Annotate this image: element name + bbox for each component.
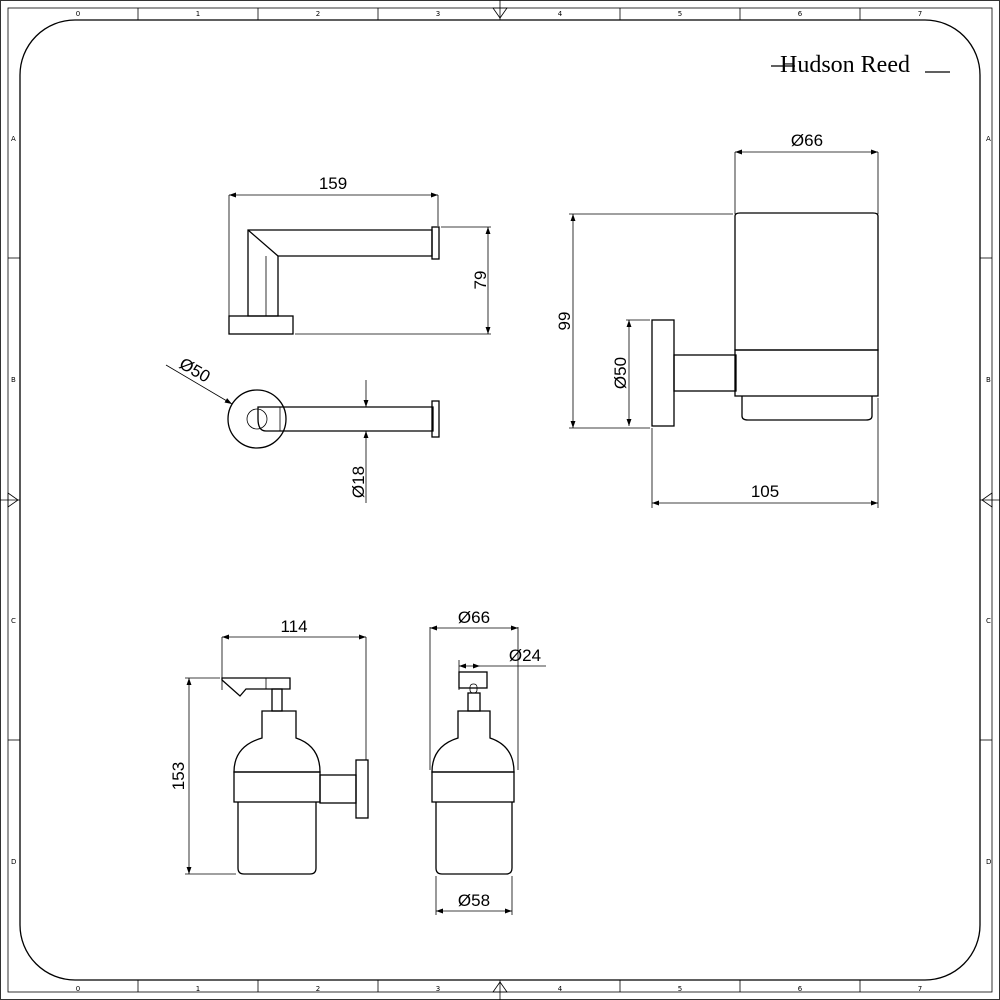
brand-logo: Hudson Reed bbox=[771, 52, 950, 78]
border-col-label: 3 bbox=[436, 10, 440, 18]
border-row-label: C bbox=[11, 617, 16, 625]
dimension-height: 99 bbox=[555, 312, 574, 331]
dimension-width: 159 bbox=[319, 174, 347, 193]
soap-dispenser-front: Ø66 Ø24 Ø58 bbox=[429, 608, 546, 915]
tumbler-holder-side: Ø66 99 Ø50 105 bbox=[555, 131, 879, 508]
border-col-label: 2 bbox=[316, 985, 320, 993]
soap-dispenser-side: 114 153 bbox=[169, 617, 369, 875]
border-col-label: 0 bbox=[76, 985, 80, 993]
brand-name: Hudson Reed bbox=[780, 52, 910, 78]
dimension-bar-diameter: Ø18 bbox=[349, 466, 368, 498]
border-col-label: 1 bbox=[196, 985, 200, 993]
border-row-label: D bbox=[986, 858, 991, 866]
border-row-label: A bbox=[11, 135, 16, 143]
border-col-label: 1 bbox=[196, 10, 200, 18]
border-col-label: 4 bbox=[558, 10, 563, 18]
border-col-label: 7 bbox=[918, 10, 922, 18]
dimension-base-diameter: Ø50 bbox=[611, 357, 630, 389]
border-col-label: 5 bbox=[678, 985, 682, 993]
border-col-label: 3 bbox=[436, 985, 440, 993]
dimension-diameter: Ø66 bbox=[791, 131, 823, 150]
dimension-height: 153 bbox=[169, 762, 188, 790]
toilet-roll-holder-front: 159 79 bbox=[228, 174, 491, 335]
dimension-height: 79 bbox=[471, 271, 490, 290]
dimension-width: 114 bbox=[280, 617, 307, 636]
dimension-front-diameter: Ø66 bbox=[458, 608, 490, 627]
border-col-label: 6 bbox=[798, 985, 803, 993]
border-col-label: 2 bbox=[316, 10, 320, 18]
border-col-label: 5 bbox=[678, 10, 682, 18]
dimension-pump-diameter: Ø24 bbox=[509, 646, 541, 665]
border-row-label: B bbox=[11, 376, 16, 384]
dimension-bottom-diameter: Ø58 bbox=[458, 891, 490, 910]
border-col-label: 4 bbox=[558, 985, 563, 993]
border-row-label: B bbox=[986, 376, 991, 384]
border-col-label: 0 bbox=[76, 10, 80, 18]
dimension-projection: 105 bbox=[751, 482, 779, 501]
border-col-label: 6 bbox=[798, 10, 803, 18]
border-row-label: A bbox=[986, 135, 991, 143]
border-row-label: D bbox=[11, 858, 16, 866]
border-row-label: C bbox=[986, 617, 991, 625]
toilet-roll-holder-top: Ø50 Ø18 bbox=[165, 354, 440, 503]
border-col-label: 7 bbox=[918, 985, 922, 993]
